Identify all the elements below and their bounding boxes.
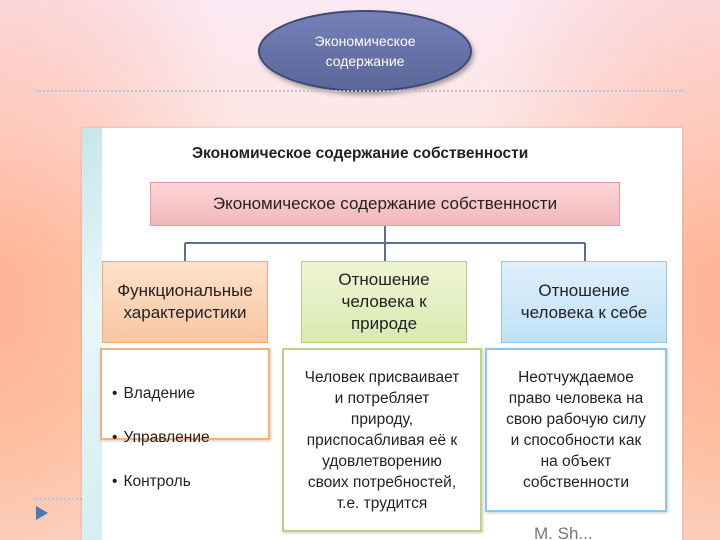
functions-list-box: Владение Управление Контроль [100, 348, 270, 490]
logo-watermark: M. Sh... [534, 524, 593, 540]
main-concept-box: Экономическое содержание собственности [150, 182, 620, 226]
bottom-divider [36, 498, 82, 500]
list-item: Контроль [112, 471, 210, 492]
connector-lines [184, 226, 586, 261]
diagram-title: Экономическое содержание собственности [192, 145, 529, 162]
nature-detail-box: Человек присваивает и потребляет природу… [282, 348, 482, 532]
category-functional: Функциональные характеристики [102, 261, 268, 343]
list-item: Управление [112, 427, 209, 448]
panel-decoration [82, 128, 102, 540]
topic-oval: Экономическое содержание [258, 10, 472, 92]
self-detail-box: Неотчуждаемое право человека на свою раб… [485, 348, 667, 512]
list-item: Владение [112, 383, 210, 404]
functions-list: Владение Управление Контроль [112, 362, 210, 515]
play-arrow-icon[interactable] [36, 506, 48, 520]
top-divider [36, 90, 684, 92]
diagram-panel: Экономическое содержание собственности Э… [82, 128, 682, 540]
category-self: Отношение человека к себе [501, 261, 667, 343]
category-nature: Отношение человека к природе [301, 261, 467, 343]
